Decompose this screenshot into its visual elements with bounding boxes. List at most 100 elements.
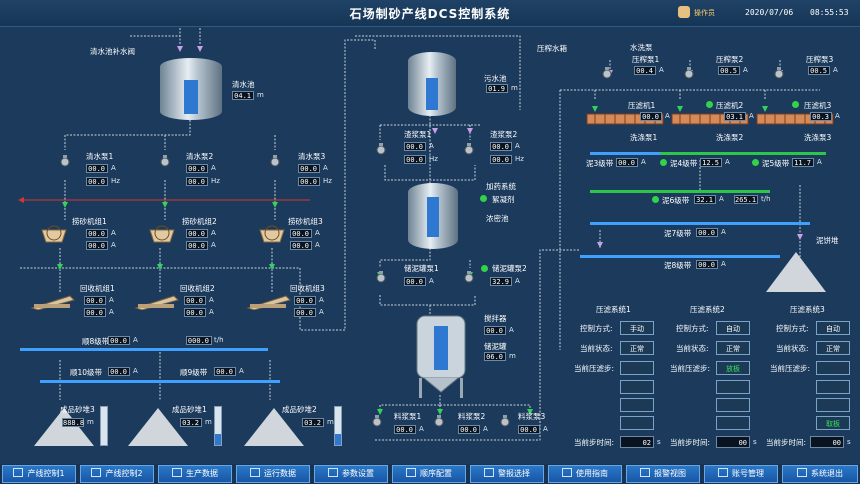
mud-belt-5-value: 11.7 <box>792 158 814 167</box>
belt-10-conveyor[interactable] <box>40 380 160 383</box>
nav-label: 系统退出 <box>811 469 843 478</box>
mud-belt-3-value: 00.0 <box>616 158 638 167</box>
mud-belt-6-status-indicator <box>652 196 659 203</box>
recovery-unit-3-a1: 00.0 <box>294 296 316 305</box>
sand-pile-3 <box>34 408 94 446</box>
unit-a: A <box>111 241 116 249</box>
mud-belt-8-conveyor[interactable] <box>580 255 780 258</box>
slurry-pump-2-icon[interactable] <box>462 140 476 155</box>
recovery-unit-3-a2: 00.0 <box>294 308 316 317</box>
nav-line-control-1[interactable]: 产线控制1 <box>2 465 76 483</box>
unit-a: A <box>721 228 726 236</box>
unit-a: A <box>315 241 320 249</box>
clear-pump-1-icon[interactable] <box>58 152 72 167</box>
mud-belt-6-value: 32.1 <box>694 195 716 204</box>
system-1-mode[interactable]: 手动 <box>620 321 654 335</box>
clear-pump-2-icon[interactable] <box>158 152 172 167</box>
mud-belt-7-conveyor[interactable] <box>590 222 810 225</box>
alarm-icon <box>484 468 494 477</box>
chart-icon <box>172 468 182 477</box>
feed-pump-2-icon[interactable] <box>432 412 446 427</box>
press-pump-1-icon[interactable] <box>600 64 614 79</box>
unit-a: A <box>211 229 216 237</box>
filter-press-1-value: 00.0 <box>640 112 662 121</box>
mud-belt-5-conveyor[interactable] <box>742 152 826 155</box>
flocculant-label: 絮凝剂 <box>492 195 515 204</box>
sand-pile-1-unit: m <box>205 418 212 426</box>
nav-alarm-select[interactable]: 警报选择 <box>470 465 544 483</box>
slurry-pump-1-icon[interactable] <box>374 140 388 155</box>
recovery-unit-3-icon[interactable] <box>246 292 292 311</box>
press-pump-1-label: 压榨泵1 <box>632 55 660 64</box>
feed-pump-3-icon[interactable] <box>498 412 512 427</box>
nav-alarm-view[interactable]: 报警视图 <box>626 465 700 483</box>
system-3-mode[interactable]: 自动 <box>816 321 850 335</box>
filter-press-3-value: 00.3 <box>810 112 832 121</box>
feed-pump-1-icon[interactable] <box>370 412 384 427</box>
thickener-tank[interactable] <box>408 183 458 249</box>
system-1-step-time: 02 <box>620 436 654 448</box>
press-pump-2-value: 00.5 <box>718 66 740 75</box>
press-pump-3-icon[interactable] <box>772 64 786 79</box>
sand-pile-2-label: 成品砂堆2 <box>282 405 317 414</box>
list-icon <box>91 468 102 477</box>
sludge-storage-tank[interactable] <box>414 312 468 398</box>
clear-pump-2-freq: 00.0 <box>186 177 208 186</box>
press-water-tank-label: 压榨水箱 <box>537 44 567 53</box>
belt-9-conveyor[interactable] <box>160 380 280 383</box>
mud-belt-5-label: 泥5级带 <box>762 159 790 168</box>
unit-a: A <box>109 296 114 304</box>
unit-a: A <box>133 367 138 375</box>
system-2-step: 放板 <box>716 361 750 375</box>
belt-10-current: 00.0 <box>108 367 130 376</box>
sand-pile-3-unit: m <box>87 418 94 426</box>
filter-system-3-title: 压滤系统3 <box>790 305 825 314</box>
waste-water-tank[interactable] <box>408 52 456 116</box>
clear-water-tank[interactable] <box>160 58 222 120</box>
time-unit: s <box>847 438 851 446</box>
belt-8-conveyor[interactable] <box>20 348 268 351</box>
nav-parameters[interactable]: 参数设置 <box>314 465 388 483</box>
recovery-unit-1-icon[interactable] <box>30 292 76 311</box>
system-1-step <box>620 361 654 375</box>
nav-production-data[interactable]: 生产数据 <box>158 465 232 483</box>
recovery-unit-2-icon[interactable] <box>134 292 180 311</box>
feed-pump-1-current: 00.0 <box>394 425 416 434</box>
mud-belt-6-conveyor[interactable] <box>590 190 770 193</box>
operator-label[interactable]: 操作员 <box>694 9 715 17</box>
belt-8-label: 顺8级带 <box>82 337 110 346</box>
storage-pump-2-current: 32.9 <box>490 277 512 286</box>
unit-a: A <box>111 229 116 237</box>
sand-wheel-1-icon[interactable] <box>40 222 68 244</box>
system-3-step-box <box>816 361 850 375</box>
press-pump-2-icon[interactable] <box>682 64 696 79</box>
sand-pile-1-value: 03.2 <box>180 418 202 427</box>
storage-pump-1-icon[interactable] <box>374 268 388 283</box>
recovery-unit-3-label: 回收机组3 <box>290 284 325 293</box>
system-2-mode[interactable]: 自动 <box>716 321 750 335</box>
nav-line-control-2[interactable]: 产线控制2 <box>80 465 154 483</box>
unit-a: A <box>641 158 646 166</box>
unit-a: A <box>319 308 324 316</box>
nav-sequence-config[interactable]: 顺序配置 <box>392 465 466 483</box>
nav-system-exit[interactable]: 系统退出 <box>782 465 858 483</box>
nav-account[interactable]: 账号管理 <box>704 465 778 483</box>
slurry-pump-1-freq: 00.0 <box>404 155 426 164</box>
system-2-step-label: 当前压滤步: <box>670 364 711 373</box>
operator-icon[interactable] <box>678 6 690 18</box>
mud-belt-4-status-indicator <box>660 159 667 166</box>
mud-belt-3-conveyor[interactable] <box>590 152 660 155</box>
nav-run-data[interactable]: 运行数据 <box>236 465 310 483</box>
sand-wheel-2-a2: 00.0 <box>186 241 208 250</box>
unit-a: A <box>509 326 514 334</box>
unit-a: A <box>209 308 214 316</box>
filter-press-1-label: 压滤机1 <box>628 101 656 110</box>
storage-pump-2-icon[interactable] <box>462 268 476 283</box>
sand-wheel-2-icon[interactable] <box>148 222 176 244</box>
nav-user-guide[interactable]: 使用指南 <box>548 465 622 483</box>
slurry-pump-1-current: 00.0 <box>404 142 426 151</box>
sand-wheel-3-icon[interactable] <box>258 222 286 244</box>
mud-belt-4-conveyor[interactable] <box>660 152 742 155</box>
mud-belt-5-status-indicator <box>752 159 759 166</box>
clear-pump-3-icon[interactable] <box>268 152 282 167</box>
